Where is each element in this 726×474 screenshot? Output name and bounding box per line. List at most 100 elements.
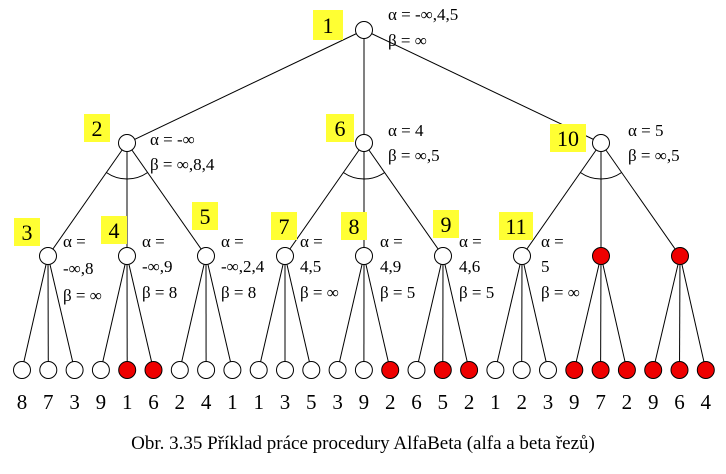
node [118,247,136,265]
cut-arcs [106,172,622,180]
leaf-node [65,361,84,379]
leaf-value: 2 [622,390,633,414]
leaf-edge [100,255,128,371]
leaf-value: 9 [648,390,659,414]
node-annotations: α = -∞,4,5 β = ∞ α = -∞ β = ∞,8,4 α = 4 β = ∞… [63,5,680,305]
leaf-node [249,361,268,379]
node-badge [192,202,218,230]
node-badge-label: 6 [335,116,346,141]
leaf-value: 7 [595,390,606,414]
leaf-value: 6 [674,390,685,414]
alpha-beta-label: -∞,2,4 [221,257,265,276]
leaf-value: 6 [411,390,422,414]
alpha-beta-label: β = ∞,5 [388,146,440,165]
alpha-beta-label: β = ∞ [300,283,339,302]
leaf-node-cut [644,361,663,379]
leaf-value: 9 [569,390,580,414]
tree-nodes [13,21,715,379]
leaf-edge [600,255,628,371]
leaf-edge [442,255,470,371]
alpha-beta-label: β = ∞,5 [628,146,680,165]
leaf-edge [363,255,391,371]
node [355,247,373,265]
alpha-beta-label: α = [300,232,323,251]
leaf-node [39,361,58,379]
leaf-edge [258,255,286,371]
leaf-value: 5 [306,390,317,414]
node-badge-label: 9 [441,212,452,237]
node [355,134,373,152]
leaf-node-cut [433,361,452,379]
leaf-node [302,361,321,379]
cut-arc [106,172,148,180]
leaf-edge [337,255,365,371]
alpha-beta-label: β = 5 [380,283,415,302]
leaf-edge [416,255,444,371]
leaf-node [13,361,31,379]
node-badge [101,216,127,244]
alpha-beta-label: α = 5 [628,121,664,140]
leaf-node [328,361,347,379]
leaf-value: 2 [175,390,186,414]
leaf-edge [21,255,49,371]
node-badge [433,210,459,238]
node-badge [84,114,110,142]
alpha-beta-label: 4,9 [380,257,401,276]
node [434,247,452,265]
leaf-node [486,361,505,379]
node-badge [341,212,367,240]
node-badge [14,218,40,246]
leaf-edge [573,255,602,371]
leaf-node [197,361,216,379]
alpha-beta-label: α = [142,232,165,251]
leaf-value: 2 [464,390,475,414]
node-badge-label: 7 [279,214,290,239]
leaf-value: 3 [332,390,343,414]
leaf-value: 3 [543,390,554,414]
tree-edge [600,142,681,257]
leaf-edge [47,255,76,371]
alpha-beta-label: 4,5 [300,257,321,276]
node [355,21,373,39]
alpha-beta-label: β = ∞ [63,286,102,305]
node-badge-label: 4 [109,218,120,243]
alpha-beta-label: 4,6 [459,257,480,276]
cut-arc [343,172,385,180]
node [276,247,294,265]
alpha-beta-label: β = 5 [459,283,494,302]
alpha-beta-label: α = -∞ [150,130,195,149]
leaf-edge [521,255,549,371]
leaf-node-cut [591,361,610,379]
node [592,134,610,152]
alpha-beta-label: α = -∞,4,5 [388,5,458,24]
alpha-beta-label: β = ∞,8,4 [150,155,215,174]
node-badge [313,10,343,40]
tree-edge [126,142,207,257]
leaf-value: 8 [17,390,28,414]
alpha-beta-label: α = [63,232,86,251]
leaf-node-cut [670,361,689,379]
leaf-edge [679,255,681,371]
leaf-edge [494,255,523,371]
leaf-value: 9 [359,390,370,414]
leaf-value: 2 [385,390,396,414]
leaf-edge [205,255,233,371]
leaf-value: 1 [227,390,238,414]
leaf-node [539,361,557,379]
leaf-value: 3 [69,390,80,414]
alpha-beta-label: α = [541,232,564,251]
leaf-node [223,361,242,379]
cut-arc [580,172,622,180]
leaf-node [407,361,426,379]
node-badge [499,212,533,240]
leaf-value: 4 [201,390,212,414]
tree-edges [21,29,707,371]
leaf-node [354,361,373,379]
alpha-beta-label: α = [221,232,244,251]
leaf-value: 5 [438,390,449,414]
node [197,247,215,265]
alpha-beta-label: α = [459,232,482,251]
node-badge [271,212,297,240]
tree-edge [47,142,128,257]
